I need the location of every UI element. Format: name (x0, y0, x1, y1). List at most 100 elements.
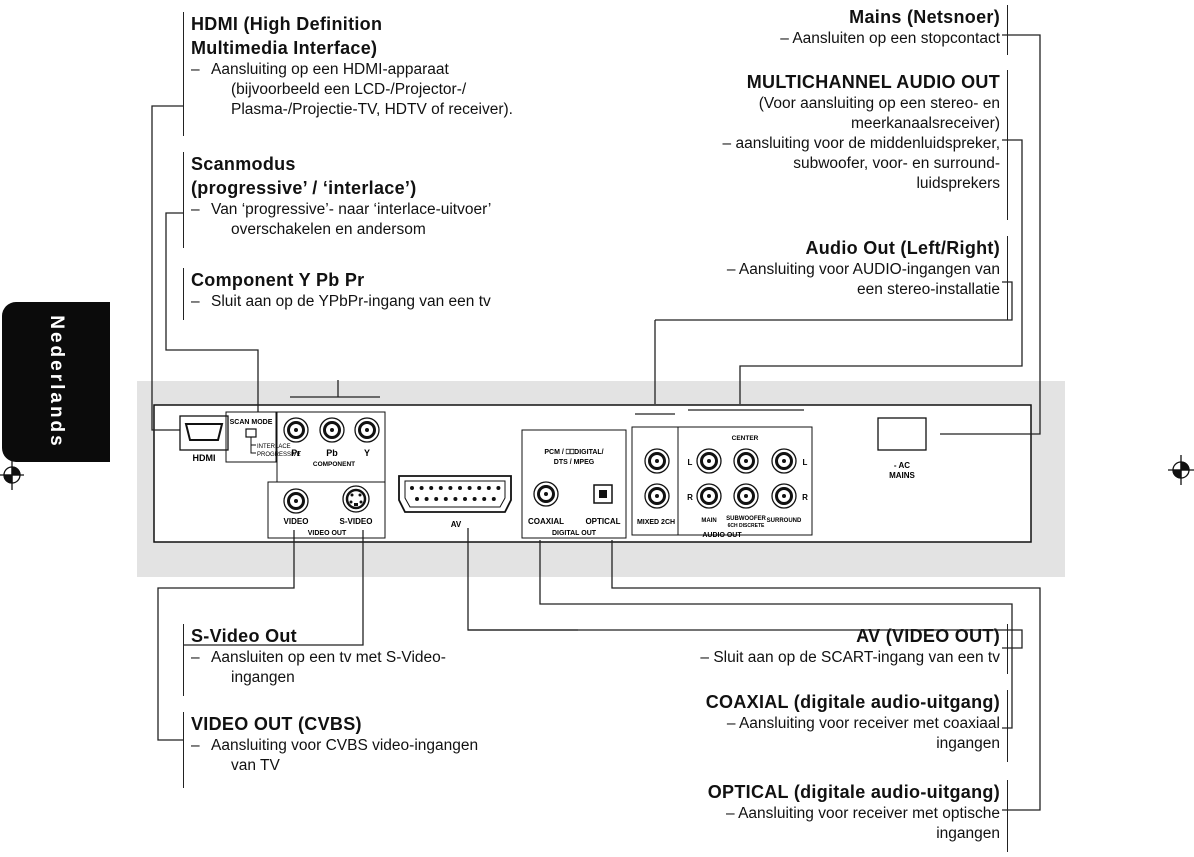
av-title: AV (VIDEO OUT) (856, 626, 1000, 646)
mains-description: – Aansluiten op een stopcontact (780, 30, 1000, 47)
ch-l-right-label: L (803, 458, 808, 467)
av-leader (468, 629, 1023, 649)
multichannel-leader (739, 139, 1023, 404)
av-label: AV (451, 520, 462, 529)
pcm-label-2: DTS / MPEG (554, 459, 595, 466)
mains-title: Mains (Netsnoer) (849, 7, 1000, 27)
center-label: CENTER (732, 435, 759, 442)
scanmode-description: –Van ‘progressive’- naar ‘interlace-uitv… (191, 201, 492, 238)
progressive-label: PROGRESSIVE (257, 452, 301, 458)
scart-pin (448, 486, 453, 490)
subwoofer-label: SUBWOOFER (726, 516, 766, 522)
video-label: VIDEO (284, 517, 309, 526)
coaxial-title: COAXIAL (digitale audio-uitgang) (705, 692, 1000, 712)
cvbs-annotation: VIDEO OUT (CVBS) –Aansluiting voor CVBS … (183, 712, 521, 788)
pr-label: Pr (291, 448, 301, 458)
registration-mark-right (1168, 455, 1194, 485)
scart-pin (463, 497, 467, 501)
scan-mode-switch[interactable]: SCAN MODE INTERLACE PROGRESSIVE (225, 411, 301, 463)
scart-pin (434, 497, 439, 501)
svideo-description: –Aansluiten op een tv met S-Video- ingan… (191, 649, 446, 686)
scart-pin (477, 486, 482, 490)
mixed-label: MIXED 2CH (637, 519, 675, 526)
mains-leader (940, 34, 1041, 435)
audio-out-title: Audio Out (Left/Right) (805, 238, 1000, 258)
scart-pin (491, 497, 496, 501)
s-video-jack (342, 485, 370, 513)
language-side-tab: Nederlands (2, 302, 110, 462)
multichannel-annotation: MULTICHANNEL AUDIO OUT (Voor aansluiting… (620, 70, 1008, 220)
pr-jack (283, 417, 309, 443)
surround-label: SURROUND (767, 518, 802, 524)
cvbs-leader (157, 530, 295, 741)
ch-r-left-label: R (687, 493, 693, 502)
scart-pin (467, 486, 472, 490)
rca-jack (696, 448, 722, 474)
leader-lines (151, 34, 1041, 811)
scart-pin (496, 486, 501, 490)
scanmode-leader (165, 212, 259, 412)
scart-pin (458, 486, 462, 490)
scart-pin (438, 486, 443, 490)
coaxial-label: COAXIAL (528, 517, 564, 526)
coaxial-description: – Aansluiting voor receiver met coaxiaal… (726, 715, 1000, 752)
component-description: –Sluit aan op de YPbPr-ingang van een tv (191, 293, 491, 310)
rca-jack (696, 483, 722, 509)
ch-r-right-label: R (802, 493, 808, 502)
svideo-leader (183, 530, 364, 646)
coaxial-leader (539, 540, 1013, 729)
digital-out-label: DIGITAL OUT (552, 530, 597, 537)
optical-title: OPTICAL (digitale audio-uitgang) (707, 782, 1000, 802)
audio-out-label: AUDIO OUT (702, 532, 742, 539)
pcm-label-1: PCM / ⎕⎕DIGITAL/ (544, 449, 603, 456)
registration-mark-left (0, 460, 24, 490)
scart-pin (429, 486, 434, 490)
audio-out-jacks: L R MIXED 2CH CENTER L L R R MAIN SUBWOO… (631, 426, 813, 539)
hdmi-title: HDMI (High Definition Multimedia Interfa… (191, 14, 383, 58)
component-annotation: Component Y Pb Pr –Sluit aan op de YPbPr… (183, 268, 521, 320)
mixed-r-jack (644, 483, 670, 509)
coaxial-annotation: COAXIAL (digitale audio-uitgang) – Aansl… (580, 690, 1008, 762)
multichannel-description: (Voor aansluiting op een stereo- en meer… (722, 95, 1000, 192)
mains-annotation: Mains (Netsnoer) – Aansluiten op een sto… (620, 5, 1008, 55)
optical-label: OPTICAL (585, 517, 620, 526)
scart-pin (453, 497, 458, 501)
6ch-label: 6CH DISCRETE (728, 523, 765, 529)
optical-leader (611, 540, 1041, 811)
rca-jack (771, 448, 797, 474)
ac-label: - AC (894, 461, 910, 470)
scan-mode-label: SCAN MODE (230, 419, 273, 426)
scan-mode-toggle[interactable] (245, 428, 257, 438)
hdmi-leader (151, 105, 183, 431)
av-description: – Sluit aan op de SCART-ingang van een t… (700, 649, 1000, 666)
interlace-label: INTERLACE (257, 444, 291, 450)
component-jacks: Pr Pb Y COMPONENT (276, 411, 386, 483)
y-label: Y (364, 448, 370, 458)
svideo-title: S-Video Out (191, 626, 297, 646)
mains-label: MAINS (889, 471, 915, 480)
audio-leader-top (655, 281, 1013, 321)
scart-pin (410, 486, 414, 490)
scart-pin (472, 497, 477, 501)
cvbs-description: –Aansluiting voor CVBS video-ingangen va… (191, 737, 479, 774)
digital-out-jacks: PCM / ⎕⎕DIGITAL/ DTS / MPEG COAXIAL OPTI… (521, 429, 627, 539)
scart-pin (482, 497, 487, 501)
main-label: MAIN (701, 518, 716, 524)
video-out-label: VIDEO OUT (308, 530, 347, 537)
y-jack (354, 417, 380, 443)
video-jack (283, 488, 309, 514)
video-out-jacks: VIDEO S-VIDEO VIDEO OUT (267, 481, 386, 539)
ch-l-left-label: L (688, 458, 693, 467)
rca-jack (733, 483, 759, 509)
optical-description: – Aansluiting voor receiver met optische… (726, 805, 1000, 842)
optical-annotation: OPTICAL (digitale audio-uitgang) – Aansl… (580, 780, 1008, 852)
hdmi-annotation: HDMI (High Definition Multimedia Interfa… (183, 12, 521, 136)
hdmi-port: HDMI (179, 415, 229, 463)
scanmode-annotation: Scanmodus (progressive’ / ‘interlace’) –… (183, 152, 521, 248)
hdmi-description: –Aansluiting op een HDMI-apparaat (bijvo… (191, 61, 513, 118)
hdmi-label: HDMI (193, 453, 216, 463)
rca-jack (771, 483, 797, 509)
scart-pin (424, 497, 429, 501)
scanmode-title: Scanmodus (progressive’ / ‘interlace’) (191, 154, 417, 198)
